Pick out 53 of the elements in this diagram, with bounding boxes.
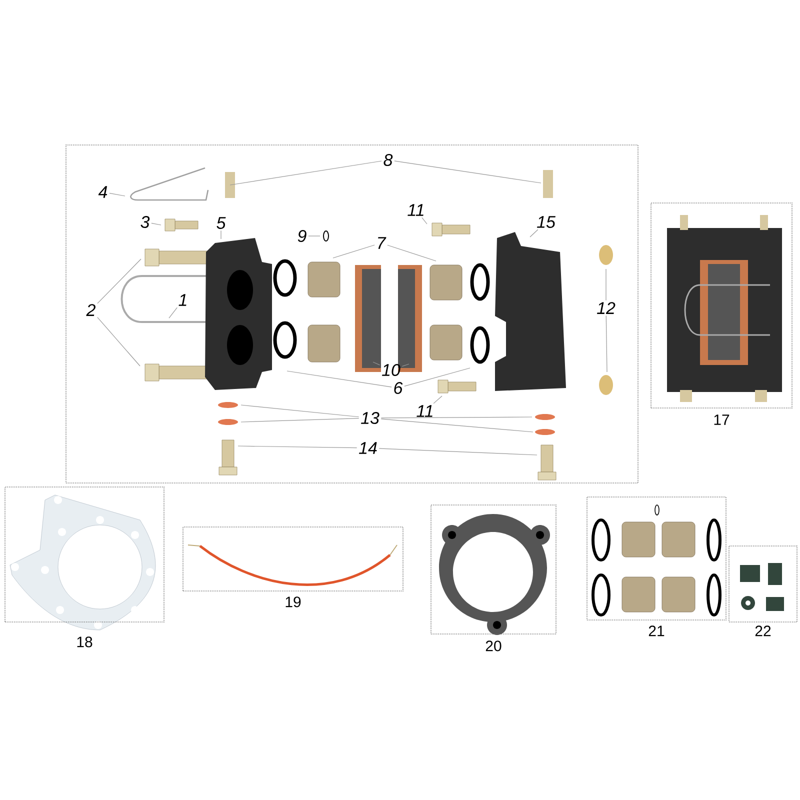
part-frame: 21 <box>586 496 726 636</box>
callout-number: 11 <box>408 204 424 216</box>
leader-line <box>404 368 470 387</box>
node-label: 19 <box>286 596 301 608</box>
callout-number: 9 <box>298 230 306 242</box>
node-label: 22 <box>755 626 771 636</box>
leader-line <box>402 364 410 367</box>
callout-number: 6 <box>394 382 403 394</box>
part-frame: 20 <box>430 504 556 652</box>
leader-line <box>238 446 358 448</box>
part-frame: 17 <box>650 202 792 425</box>
callout-number: 12 <box>597 302 616 314</box>
leader-line <box>422 217 428 224</box>
callout-number: 3 <box>140 216 150 228</box>
leader-line <box>380 418 534 432</box>
leader-line <box>372 362 380 366</box>
node-label: 20 <box>486 640 502 652</box>
leader-line <box>286 370 392 388</box>
leader-line <box>97 317 140 366</box>
leader-line <box>380 416 532 418</box>
leader-line <box>530 229 538 238</box>
callout-number: 5 <box>216 217 226 229</box>
node-label: 21 <box>648 626 664 636</box>
callout-number: 2 <box>86 304 96 316</box>
node-label: 18 <box>77 636 92 648</box>
group-frame <box>66 144 638 484</box>
node-label: 17 <box>714 414 730 425</box>
callout-number: 1 <box>178 294 186 306</box>
callout-number: 7 <box>378 237 386 249</box>
leader-line <box>394 160 542 184</box>
callout-number: 8 <box>384 154 393 166</box>
callout-number: 15 <box>537 216 556 228</box>
leader-line <box>332 244 375 258</box>
leader-line <box>230 160 382 186</box>
callout-number: 4 <box>98 186 108 198</box>
leader-line <box>387 244 436 262</box>
leader-line <box>97 258 142 304</box>
leader-line <box>109 192 126 196</box>
part-frame: 22 <box>728 546 798 636</box>
leader-line <box>220 230 222 240</box>
callout-number: 13 <box>361 412 380 424</box>
callout-number: 10 <box>382 364 400 376</box>
leader-line <box>378 448 538 456</box>
part-frame: 18 <box>4 486 164 648</box>
leader-line <box>168 307 178 318</box>
leader-line <box>433 396 442 404</box>
leader-line <box>606 315 608 372</box>
leader-line <box>151 222 162 226</box>
leader-line <box>240 418 360 422</box>
part-frame: 19 <box>182 526 404 608</box>
callout-number: 14 <box>359 442 377 454</box>
leader-line <box>240 404 360 418</box>
callout-number: 11 <box>416 405 432 417</box>
